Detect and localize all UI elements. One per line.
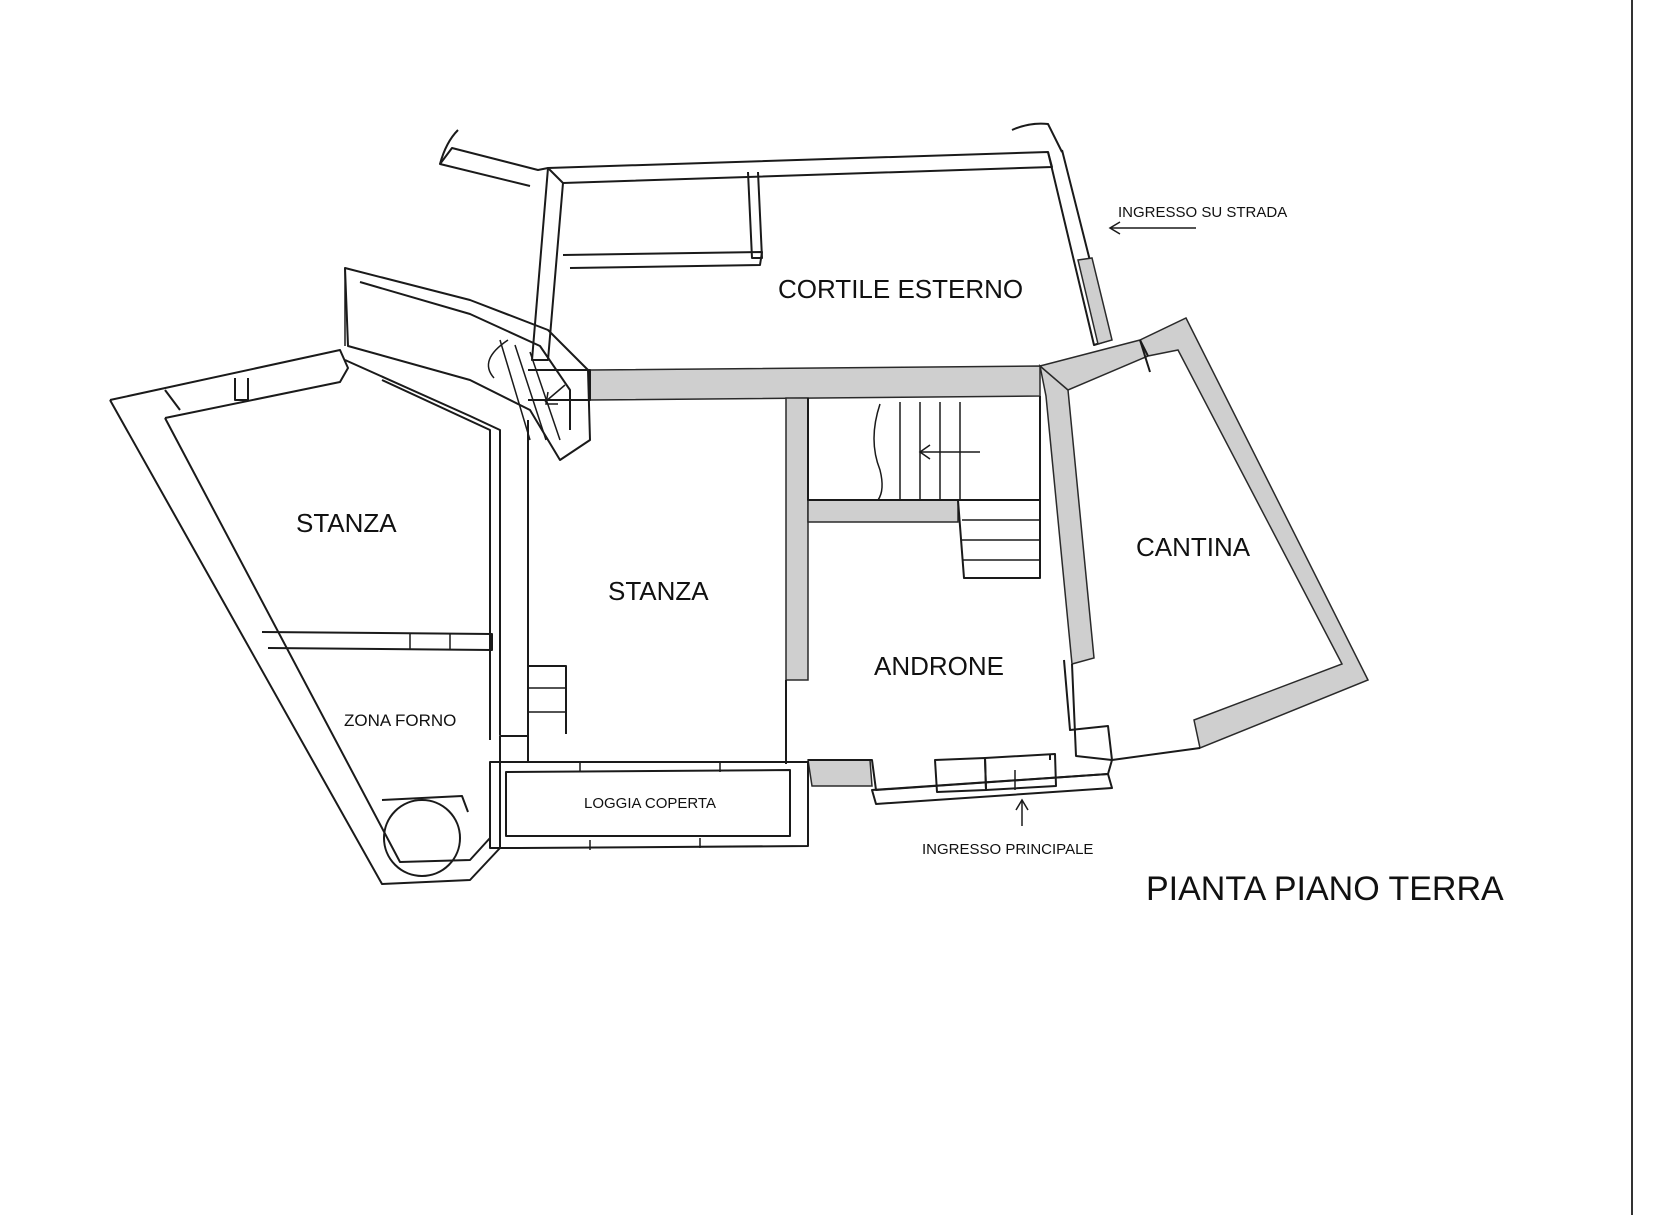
androne-stairs: [807, 396, 1041, 579]
label-cortile-esterno: CORTILE ESTERNO: [778, 274, 1023, 304]
loggia-walls: [489, 761, 809, 850]
street-entrance-arrow: [1108, 221, 1196, 235]
label-loggia-coperta: LOGGIA COPERTA: [584, 795, 716, 812]
oven-circle: [383, 799, 461, 877]
plan-title: PIANTA PIANO TERRA: [1146, 870, 1504, 908]
courtyard-walls: [439, 122, 1113, 361]
label-stanza-center: STANZA: [608, 576, 709, 606]
stanza-left-walls: [109, 349, 501, 885]
label-cantina: CANTINA: [1136, 532, 1251, 562]
label-street-entrance: INGRESSO SU STRADA: [1118, 204, 1287, 221]
androne-walls: [808, 663, 1113, 805]
label-main-entrance: INGRESSO PRINCIPALE: [922, 841, 1093, 858]
upper-stairs: [344, 267, 591, 461]
cantina-walls: [1038, 317, 1370, 761]
label-zona-forno: ZONA FORNO: [344, 711, 456, 730]
main-entrance-arrow: [1015, 798, 1029, 826]
label-stanza-left: STANZA: [296, 508, 397, 538]
main-walls: [589, 364, 1095, 787]
label-androne: ANDRONE: [874, 651, 1004, 681]
